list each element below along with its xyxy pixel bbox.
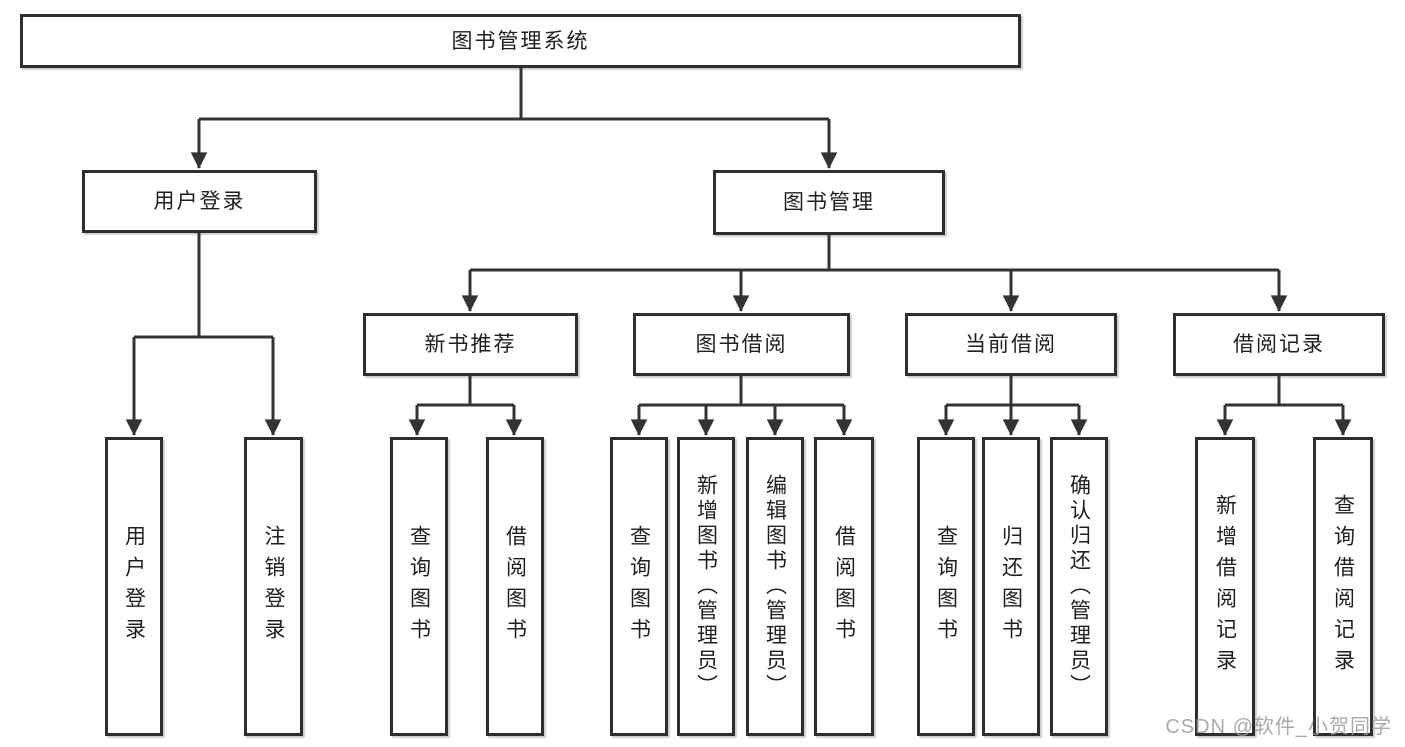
- node-cb-return-books-label: 归还图书: [999, 524, 1023, 649]
- node-new-book-recommendation: 新书推荐: [363, 313, 578, 376]
- node-user-login: 用户登录: [105, 437, 163, 736]
- node-cb-confirm-return-admin-label: 确认归还（管理员）: [1067, 474, 1091, 699]
- node-bb-query-books: 查询图书: [610, 437, 668, 736]
- node-logout-login-label: 注销登录: [262, 524, 285, 649]
- node-library-management-system-label: 图书管理系统: [451, 29, 590, 53]
- node-borrowing-records: 借阅记录: [1173, 313, 1385, 376]
- node-book-borrowing-label: 图书借阅: [695, 333, 788, 356]
- node-book-management: 图书管理: [713, 170, 945, 235]
- node-current-borrowing-label: 当前借阅: [965, 333, 1057, 356]
- node-bb-add-books-admin-label: 新增图书（管理员）: [694, 474, 718, 699]
- node-bb-borrow-books: 借阅图书: [814, 437, 874, 736]
- node-user-login-group: 用户登录: [82, 170, 317, 233]
- node-bb-query-books-label: 查询图书: [627, 524, 651, 649]
- node-nb-query-books-label: 查询图书: [407, 524, 431, 649]
- node-br-query-record: 查询借阅记录: [1313, 437, 1373, 736]
- node-cb-return-books: 归还图书: [982, 437, 1040, 736]
- node-br-add-record: 新增借阅记录: [1195, 437, 1255, 736]
- node-book-management-label: 图书管理: [783, 191, 875, 214]
- node-new-book-recommendation-label: 新书推荐: [424, 333, 517, 356]
- node-current-borrowing: 当前借阅: [905, 313, 1117, 376]
- node-bb-borrow-books-label: 借阅图书: [832, 524, 856, 649]
- node-user-login-group-label: 用户登录: [153, 190, 246, 213]
- node-cb-query-books-label: 查询图书: [934, 524, 958, 649]
- node-borrowing-records-label: 借阅记录: [1233, 333, 1325, 356]
- csdn-watermark: CSDN @软件_小贺同学: [1165, 716, 1392, 738]
- node-bb-edit-books-admin-label: 编辑图书（管理员）: [763, 474, 787, 699]
- node-user-login-label: 用户登录: [122, 524, 146, 649]
- node-br-add-record-label: 新增借阅记录: [1213, 493, 1237, 680]
- node-nb-borrow-books-label: 借阅图书: [503, 524, 527, 649]
- node-nb-query-books: 查询图书: [390, 437, 448, 736]
- node-library-management-system: 图书管理系统: [20, 14, 1021, 68]
- node-logout-login: 注销登录: [244, 437, 303, 736]
- node-bb-add-books-admin: 新增图书（管理员）: [677, 437, 735, 736]
- node-nb-borrow-books: 借阅图书: [486, 437, 544, 736]
- node-cb-query-books: 查询图书: [917, 437, 975, 736]
- node-book-borrowing: 图书借阅: [633, 313, 850, 376]
- node-cb-confirm-return-admin: 确认归还（管理员）: [1050, 437, 1108, 736]
- node-bb-edit-books-admin: 编辑图书（管理员）: [746, 437, 804, 736]
- node-br-query-record-label: 查询借阅记录: [1331, 493, 1355, 680]
